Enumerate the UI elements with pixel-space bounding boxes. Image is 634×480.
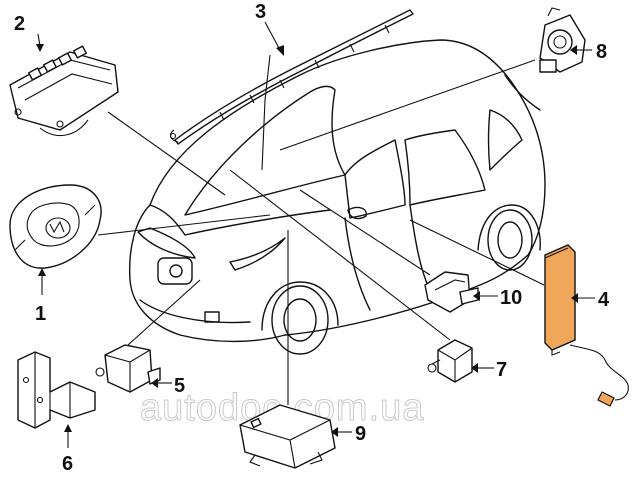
leader-5 [127,279,201,346]
callout-8: 8 [596,41,607,63]
leader-1 [97,214,271,236]
callout-1: 1 [35,303,46,325]
side-airbag [544,244,629,407]
side-airbag-body [544,244,576,351]
leader-4 [409,219,545,286]
impact-sensor-front [95,344,161,393]
leader-3 [261,54,271,171]
leader-8 [279,59,536,151]
leader-2 [107,111,226,196]
clock-spring [539,7,586,73]
callout-9: 9 [355,423,366,445]
callout-2: 2 [14,13,25,35]
impact-sensor-side [427,339,473,383]
curtain-airbag [169,9,414,145]
callout-6: 6 [62,453,73,475]
driver-airbag [9,184,102,269]
leader-7 [229,169,451,341]
arrow-3 [264,21,281,51]
sensor-bracket [17,351,96,429]
vehicle-outline [128,39,546,355]
callout-10: 10 [500,287,522,309]
callout-5: 5 [174,375,185,397]
airbag-control-module [239,404,336,469]
leader-10 [299,189,431,276]
occupant-sensor [424,271,479,313]
callout-3: 3 [255,1,266,23]
passenger-airbag-module [9,45,119,137]
callout-7: 7 [496,359,507,381]
callout-4: 4 [598,289,610,311]
